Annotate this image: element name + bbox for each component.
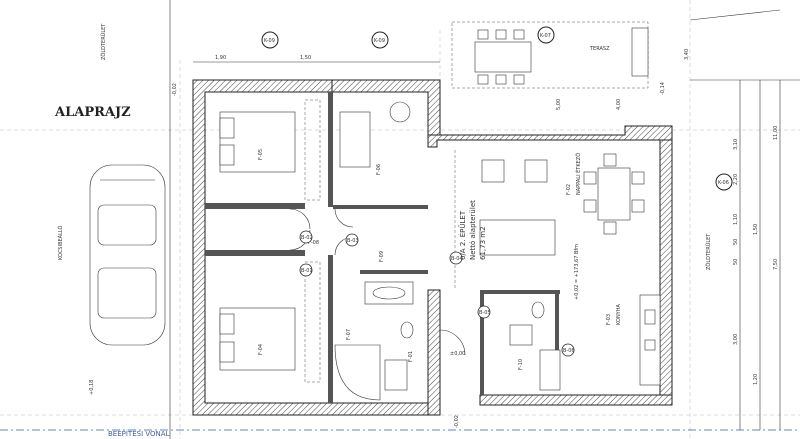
bathroom (334, 281, 414, 401)
parking-car (89, 164, 166, 346)
net-area-label: Nettó alapterület (469, 200, 477, 260)
exterior-walls (192, 79, 673, 416)
svg-text:B-04: B-04 (451, 256, 463, 262)
svg-text:3,00: 3,00 (733, 334, 739, 345)
svg-text:5,00: 5,00 (556, 99, 562, 110)
level-zero: ±0,00 (450, 351, 465, 357)
section-marker-k09-a: K-09 (261, 31, 279, 49)
plan-title: ALAPRAJZ (54, 105, 131, 120)
living-label: NAPPALI ÉTKEZŐ (574, 153, 582, 195)
room-f02-label: F-02 (566, 184, 572, 195)
interior-walls (205, 92, 560, 403)
round-table (389, 101, 411, 123)
room-f03-label: F-03 (606, 314, 612, 325)
net-area-value: 61,73 m2 (479, 226, 487, 260)
parking-label: KOCSIBEÁLLÓ (57, 226, 64, 260)
door-marker-b05: B-05 (477, 305, 491, 319)
svg-text:1,50: 1,50 (753, 224, 759, 235)
room-f08-label: F-08 (308, 240, 319, 246)
terrace-table (474, 29, 532, 85)
living-furniture (454, 150, 645, 290)
svg-text:B-03: B-03 (347, 238, 359, 244)
wc-small (509, 301, 545, 346)
svg-text:K-09: K-09 (264, 38, 275, 44)
level-left: -0,02 (172, 83, 178, 96)
svg-text:2,20: 2,20 (733, 174, 739, 185)
terrace-label: TERASZ (589, 46, 610, 52)
room-f10-label: F-10 (518, 359, 524, 370)
door-marker-b02: B-02 (299, 230, 313, 244)
terrace-bench (631, 27, 649, 77)
level-bottom: -0,02 (454, 415, 460, 428)
dimension-chain-top: 1,90 1,50 5,00 4,00 3,40 (193, 49, 690, 110)
room-f06-label: F-06 (376, 164, 382, 175)
room-f09-label: F-09 (379, 251, 385, 262)
bedroom-lower (219, 261, 321, 383)
door-marker-b01: B-01 (299, 263, 313, 277)
wardrobe (339, 111, 371, 168)
svg-text:K-09: K-09 (374, 38, 385, 44)
section-marker-k06: K-06 (715, 173, 733, 191)
room-f01-label: F-01 (408, 351, 414, 362)
level-right: -0,14 (660, 82, 666, 95)
green-area-left: ZÖLDTERÜLET (100, 23, 107, 60)
green-area-right: ZÖLDTERÜLET (705, 233, 712, 270)
svg-text:3,10: 3,10 (733, 139, 739, 150)
terrace-outline (451, 21, 649, 89)
svg-text:B-01: B-01 (301, 268, 313, 274)
svg-text:7,50: 7,50 (773, 259, 779, 270)
door-marker-b03: B-03 (345, 233, 359, 247)
svg-text:K-06: K-06 (718, 180, 729, 186)
kitchen-label: KONYHA (616, 304, 622, 325)
svg-text:3,40: 3,40 (684, 49, 690, 60)
door-marker-b06: B-06 (561, 343, 575, 357)
dimension-chain-right: 3,10 2,20 1,10 50 50 1,50 7,50 3,00 1,20… (733, 80, 781, 430)
door-marker-b04: B-04 (449, 251, 463, 265)
svg-text:1,90: 1,90 (215, 55, 226, 61)
room-f05-label: F-05 (258, 149, 264, 160)
svg-text:B-05: B-05 (479, 310, 491, 316)
svg-text:B-02: B-02 (301, 235, 313, 241)
building-label: 6/A 2. ÉPÜLET (458, 210, 467, 260)
svg-text:B-06: B-06 (563, 348, 575, 354)
svg-text:11,00: 11,00 (773, 126, 779, 140)
svg-text:4,00: 4,00 (616, 99, 622, 110)
svg-text:1,20: 1,20 (753, 374, 759, 385)
svg-text:K-07: K-07 (540, 33, 551, 39)
svg-text:1,10: 1,10 (733, 214, 739, 225)
room-f04-label: F-04 (258, 344, 264, 355)
building-line-label: BEÉPÍTÉSI VONAL (108, 429, 170, 438)
section-marker-k07: K-07 (537, 26, 555, 44)
room-f07-label: F-07 (346, 329, 352, 340)
section-marker-k09-b: K-09 (371, 31, 389, 49)
svg-text:50: 50 (733, 259, 739, 265)
level-parking: +0,18 (89, 380, 95, 395)
svg-text:50: 50 (733, 239, 739, 245)
bedroom-upper (219, 99, 321, 201)
floor-level: +0,02 = +173,67 Bfm (574, 244, 580, 300)
svg-text:1,50: 1,50 (300, 55, 311, 61)
kitchen-furniture (539, 294, 661, 391)
